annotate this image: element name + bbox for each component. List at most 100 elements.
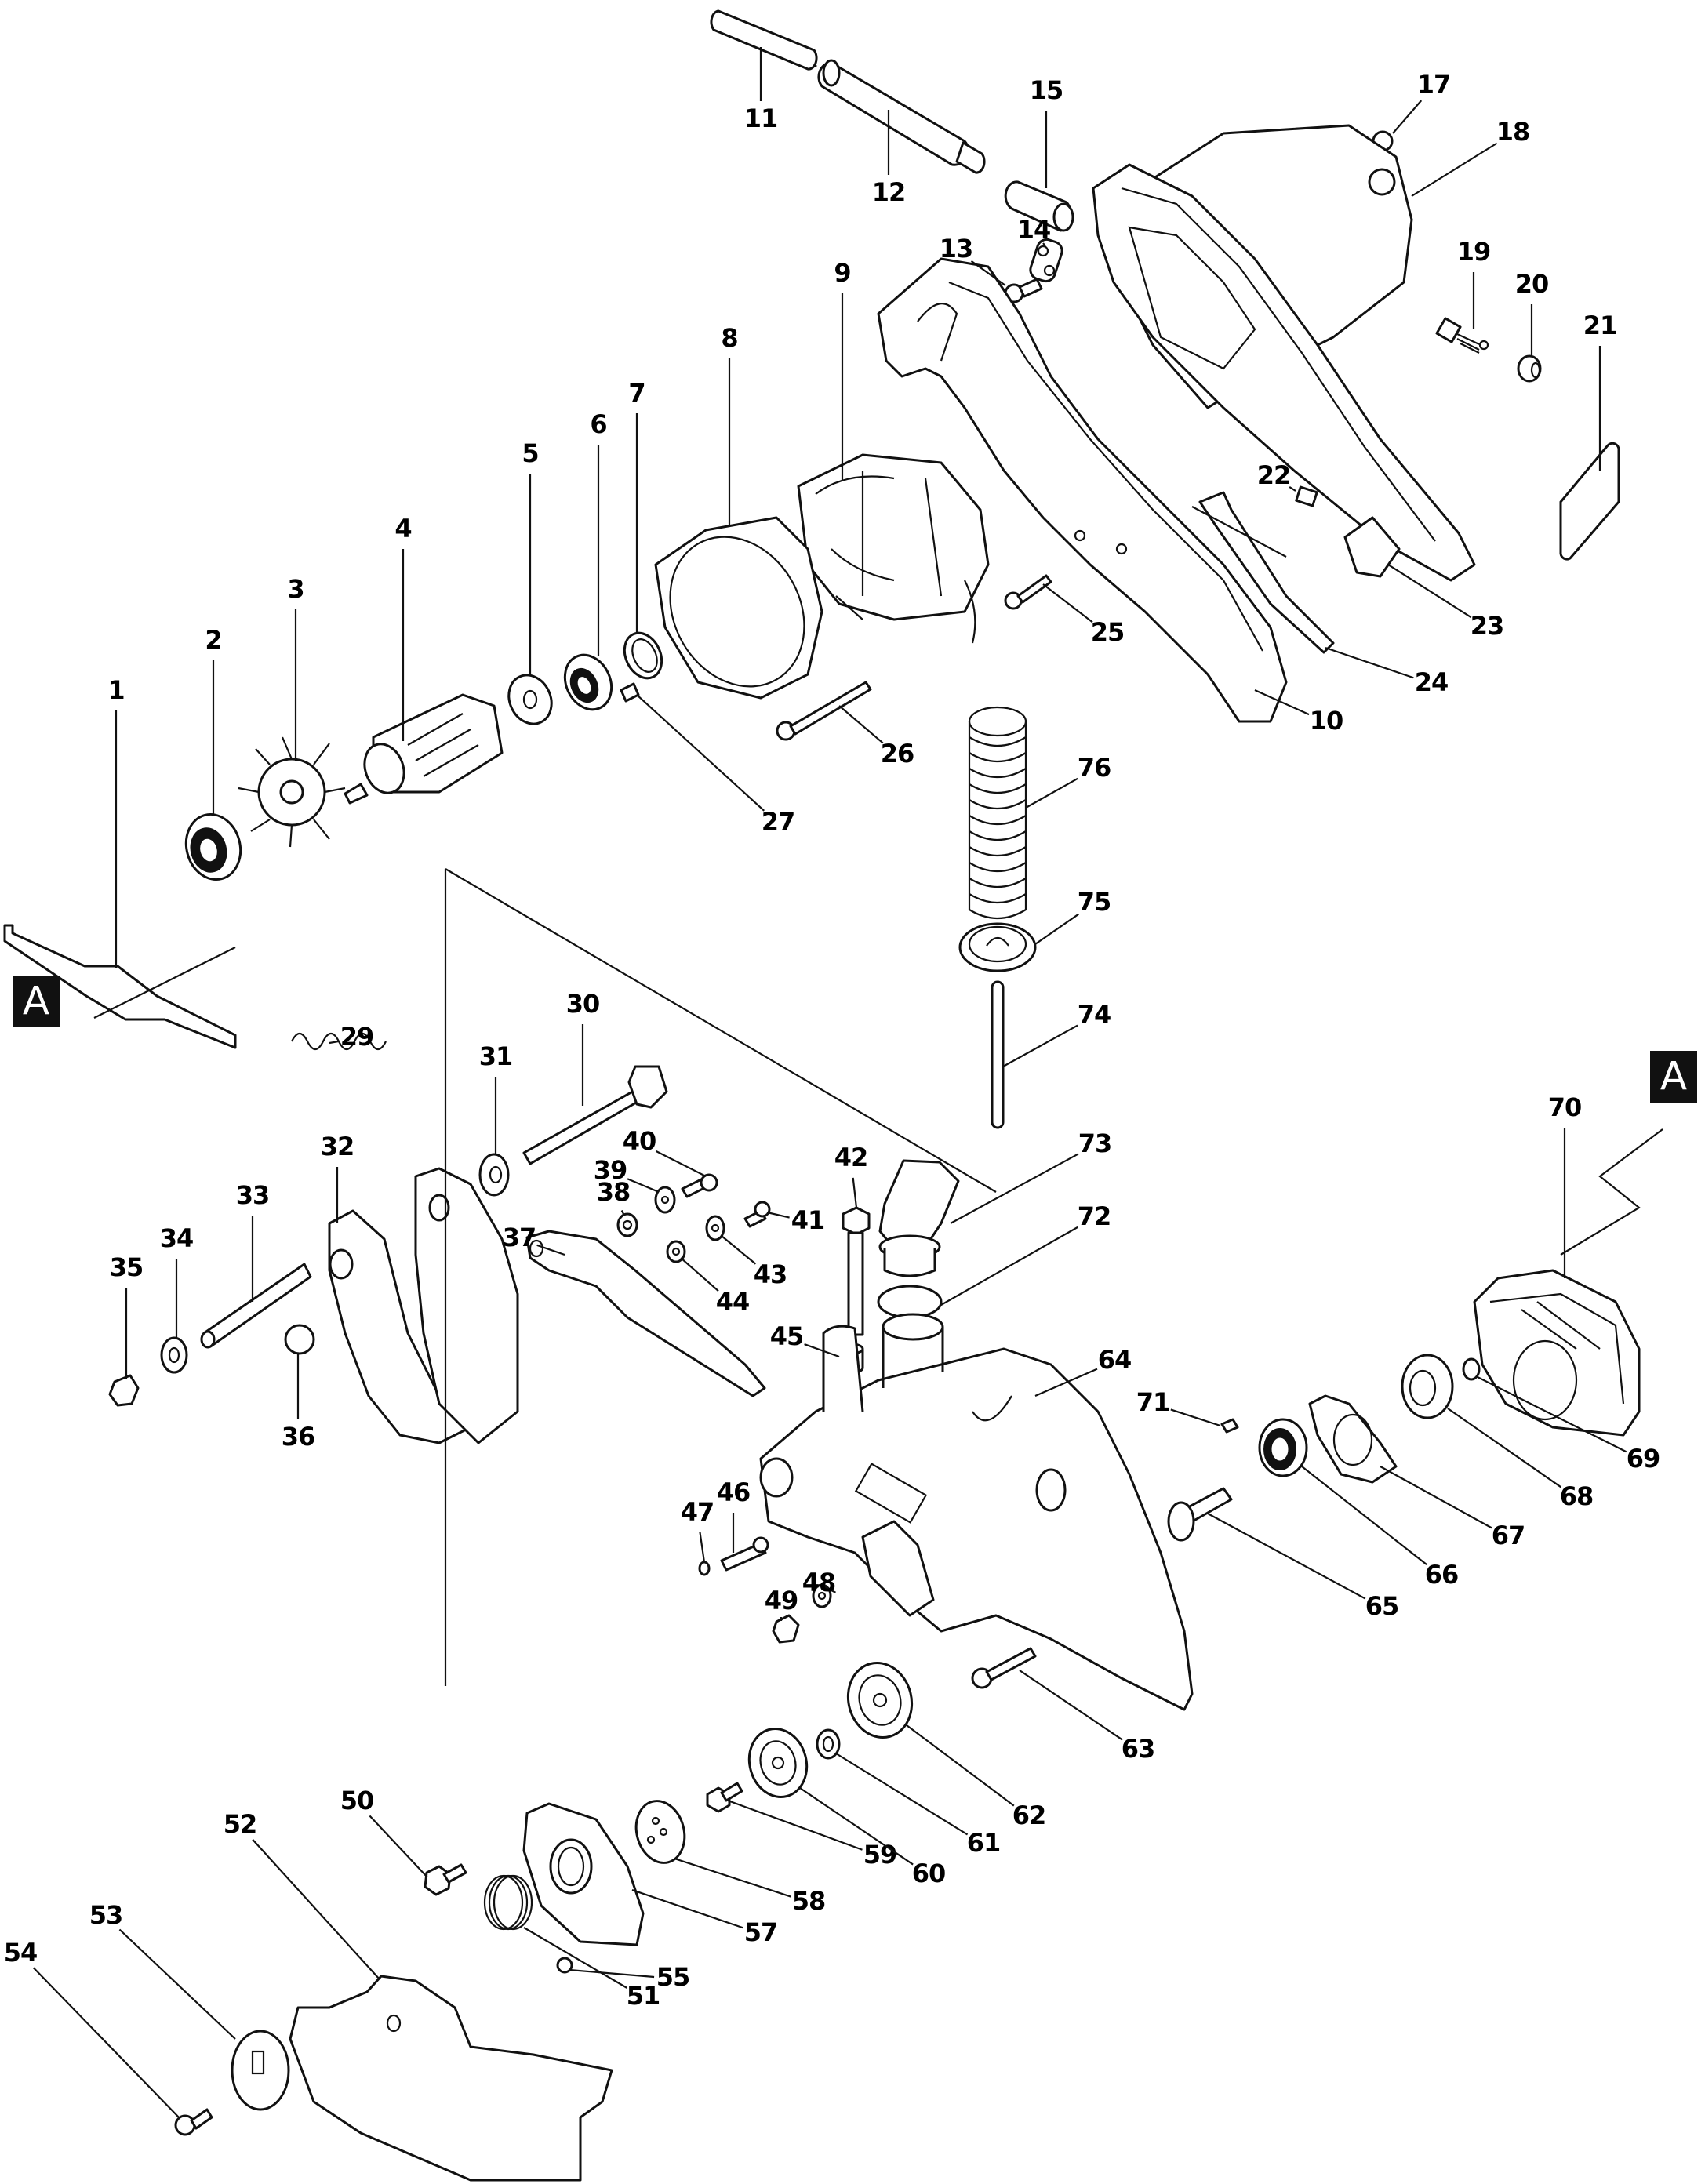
callout-33[interactable]: 33 [236, 1180, 270, 1302]
callout-71[interactable]: 71 [1136, 1387, 1221, 1427]
callout-39[interactable]: 39 [594, 1155, 660, 1194]
callout-23[interactable]: 23 [1387, 564, 1504, 641]
callout-58[interactable]: 58 [674, 1857, 826, 1916]
part-18-motor-housing[interactable] [1092, 124, 1476, 582]
part-74-rod[interactable] [991, 980, 1005, 1129]
part-63-screw[interactable] [971, 1647, 1037, 1689]
callout-4[interactable]: 4 [394, 514, 413, 741]
callout-32[interactable]: 32 [321, 1132, 354, 1223]
callout-13[interactable]: 13 [940, 234, 1006, 286]
callout-61[interactable]: 61 [835, 1753, 1001, 1858]
part-70-gear-housing[interactable] [1473, 1269, 1641, 1437]
callout-52[interactable]: 52 [224, 1809, 380, 1980]
callout-47[interactable]: 47 [681, 1497, 714, 1563]
part-73-dust-nozzle[interactable] [878, 1159, 960, 1277]
callout-36[interactable]: 36 [282, 1354, 315, 1452]
part-8-baffle-plate[interactable] [644, 512, 831, 710]
part-69-retaining-ring[interactable] [1462, 1357, 1481, 1381]
part-11-tube[interactable] [710, 9, 818, 71]
callout-24[interactable]: 24 [1325, 646, 1449, 697]
part-38-ring[interactable] [616, 1212, 638, 1237]
callout-40[interactable]: 40 [623, 1126, 707, 1177]
callout-48[interactable]: 48 [802, 1568, 837, 1597]
part-51-torsion-spring[interactable] [483, 1874, 533, 1931]
part-41-screw[interactable] [743, 1201, 771, 1228]
part-76-compression-spring[interactable] [968, 706, 1027, 919]
part-57-center-cover[interactable] [522, 1802, 645, 1946]
callout-68[interactable]: 68 [1447, 1408, 1594, 1511]
callout-74[interactable]: 74 [1002, 1000, 1111, 1067]
part-42-hex-bolt[interactable] [842, 1206, 871, 1336]
callout-72[interactable]: 72 [940, 1201, 1111, 1306]
part-5-washer[interactable] [501, 668, 559, 731]
part-40-screw[interactable] [681, 1173, 718, 1198]
callout-54[interactable]: 54 [4, 1938, 180, 2118]
part-24-switch-lever[interactable] [1198, 491, 1335, 654]
part-44-ring[interactable] [666, 1240, 686, 1263]
callout-75[interactable]: 75 [1034, 887, 1111, 945]
part-35-hex-nut[interactable] [108, 1374, 140, 1407]
part-48-spring-washer[interactable] [812, 1583, 832, 1608]
callout-55[interactable]: 55 [569, 1962, 690, 1992]
part-6-ball-bearing[interactable] [556, 648, 620, 718]
part-50-hex-bolt[interactable] [424, 1863, 467, 1896]
callout-46[interactable]: 46 [717, 1477, 751, 1553]
part-71-woodruff-key[interactable] [1220, 1418, 1239, 1434]
part-65-spindle[interactable] [1167, 1487, 1233, 1542]
callout-21[interactable]: 21 [1583, 311, 1617, 471]
part-68-helical-gear[interactable] [1401, 1354, 1454, 1419]
callout-10[interactable]: 10 [1254, 689, 1343, 736]
callout-14[interactable]: 14 [1017, 215, 1051, 247]
callout-62[interactable]: 62 [906, 1724, 1046, 1830]
callout-7[interactable]: 7 [628, 378, 646, 634]
part-20-brush-cap[interactable] [1517, 354, 1542, 383]
part-3-fan[interactable] [238, 736, 346, 848]
part-10-handle[interactable] [877, 257, 1288, 723]
callout-63[interactable]: 63 [1019, 1670, 1155, 1764]
callout-19[interactable]: 19 [1457, 237, 1491, 329]
part-61-ring[interactable] [816, 1728, 841, 1760]
part-62-inner-flange[interactable] [840, 1655, 920, 1744]
callout-42[interactable]: 42 [834, 1143, 868, 1208]
part-55-screw[interactable] [556, 1957, 573, 1974]
part-37-link-plate[interactable] [525, 1230, 766, 1397]
part-64-blade-case[interactable] [759, 1313, 1194, 1711]
callout-9[interactable]: 9 [834, 258, 852, 480]
part-29-compression-spring[interactable] [291, 1032, 387, 1051]
callout-5[interactable]: 5 [522, 438, 540, 676]
part-75-spring-holder[interactable] [958, 922, 1037, 972]
callout-30[interactable]: 30 [566, 989, 600, 1106]
part-36-steel-ball[interactable] [284, 1324, 315, 1355]
part-2-ball-bearing[interactable] [179, 809, 247, 886]
part-22-terminal[interactable] [1295, 485, 1318, 507]
callout-65[interactable]: 65 [1207, 1513, 1399, 1621]
callout-3[interactable]: 3 [287, 574, 305, 761]
callout-41[interactable]: 41 [766, 1205, 825, 1235]
part-31-flat-washer[interactable] [478, 1153, 510, 1197]
part-30-hex-bolt[interactable] [522, 1065, 668, 1165]
part-4-armature[interactable] [344, 693, 504, 805]
callout-57[interactable]: 57 [631, 1888, 778, 1947]
part-15-cord-guard[interactable] [1004, 180, 1074, 232]
callout-59[interactable]: 59 [727, 1799, 897, 1870]
part-32-arm-bracket[interactable] [328, 1167, 519, 1444]
callout-38[interactable]: 38 [597, 1177, 631, 1216]
callout-73[interactable]: 73 [950, 1128, 1112, 1224]
callout-53[interactable]: 53 [89, 1900, 236, 2040]
part-26-screw[interactable] [776, 681, 872, 741]
part-53-cover-plate[interactable] [231, 2030, 290, 2111]
part-33-pin[interactable] [200, 1263, 312, 1349]
callout-67[interactable]: 67 [1380, 1466, 1525, 1550]
callout-15[interactable]: 15 [1030, 75, 1063, 188]
callout-20[interactable]: 20 [1515, 269, 1549, 356]
part-14-strain-relief[interactable] [1028, 237, 1065, 283]
callout-45[interactable]: 45 [770, 1321, 840, 1358]
callout-49[interactable]: 49 [765, 1586, 798, 1621]
callout-26[interactable]: 26 [838, 705, 914, 769]
callout-34[interactable]: 34 [160, 1223, 194, 1338]
part-9-field[interactable] [797, 453, 990, 644]
part-34-spring-washer[interactable] [160, 1336, 188, 1374]
part-67-bearing-retainer[interactable] [1308, 1394, 1398, 1484]
callout-37[interactable]: 37 [503, 1223, 565, 1256]
callout-76[interactable]: 76 [1025, 753, 1111, 809]
